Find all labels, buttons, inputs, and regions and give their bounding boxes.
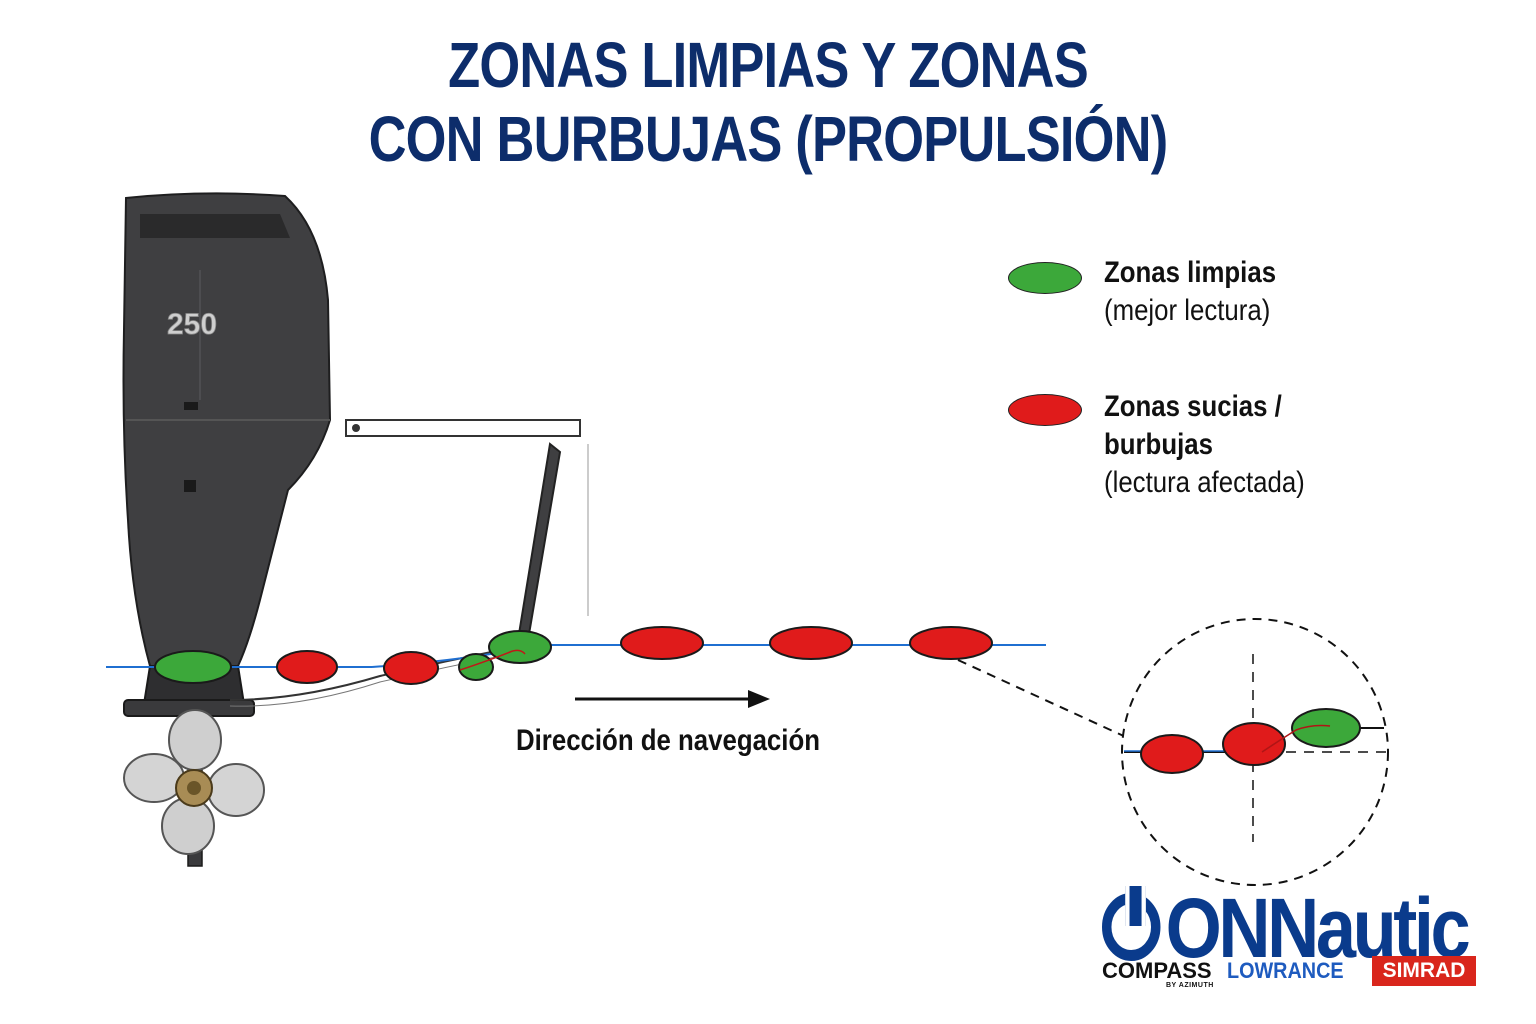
detail-zone-dirty: [1222, 722, 1286, 766]
detail-zone-dirty: [1140, 734, 1204, 774]
zone-clean: [458, 653, 494, 681]
brand-compass-sub: BY AZIMUTH: [1166, 982, 1214, 989]
zone-dirty: [909, 626, 993, 660]
engine-model-label: 250: [167, 308, 217, 341]
legend-subtitle-clean: (mejor lectura): [1104, 294, 1271, 327]
legend-title-dirty-2: burbujas: [1104, 428, 1213, 461]
legend-swatch-dirty: [1008, 394, 1082, 426]
detail-zone-clean: [1291, 708, 1361, 748]
zone-dirty: [769, 626, 853, 660]
legend-title-dirty: Zonas sucias /: [1104, 390, 1282, 423]
page-title: ZONAS LIMPIAS Y ZONAS CON BURBUJAS (PROP…: [138, 28, 1398, 176]
zone-dirty: [620, 626, 704, 660]
propeller-icon: [123, 709, 265, 867]
zone-dirty: [276, 650, 338, 684]
title-line-1: ZONAS LIMPIAS Y ZONAS: [448, 29, 1089, 101]
brand-lowrance: LOWRANCE: [1227, 958, 1344, 983]
arrow-right-icon: [575, 690, 770, 708]
brand-simrad: SIMRAD: [1372, 956, 1476, 986]
zone-clean: [154, 650, 232, 684]
outboard-engine: 250: [122, 192, 332, 717]
zone-clean: [488, 630, 552, 664]
legend-swatch-clean: [1008, 262, 1082, 294]
zone-dirty: [383, 651, 439, 685]
brand-compass: COMPASS: [1102, 958, 1212, 983]
detail-magnifier: [1121, 618, 1389, 886]
legend-subtitle-dirty: (lectura afectada): [1104, 466, 1305, 499]
power-icon: [1102, 886, 1161, 961]
callout-line: [957, 659, 1129, 739]
legend-title-clean: Zonas limpias: [1104, 256, 1277, 289]
title-line-2: CON BURBUJAS (PROPULSIÓN): [368, 103, 1169, 175]
navigation-direction-label: Dirección de navegación: [516, 724, 820, 757]
